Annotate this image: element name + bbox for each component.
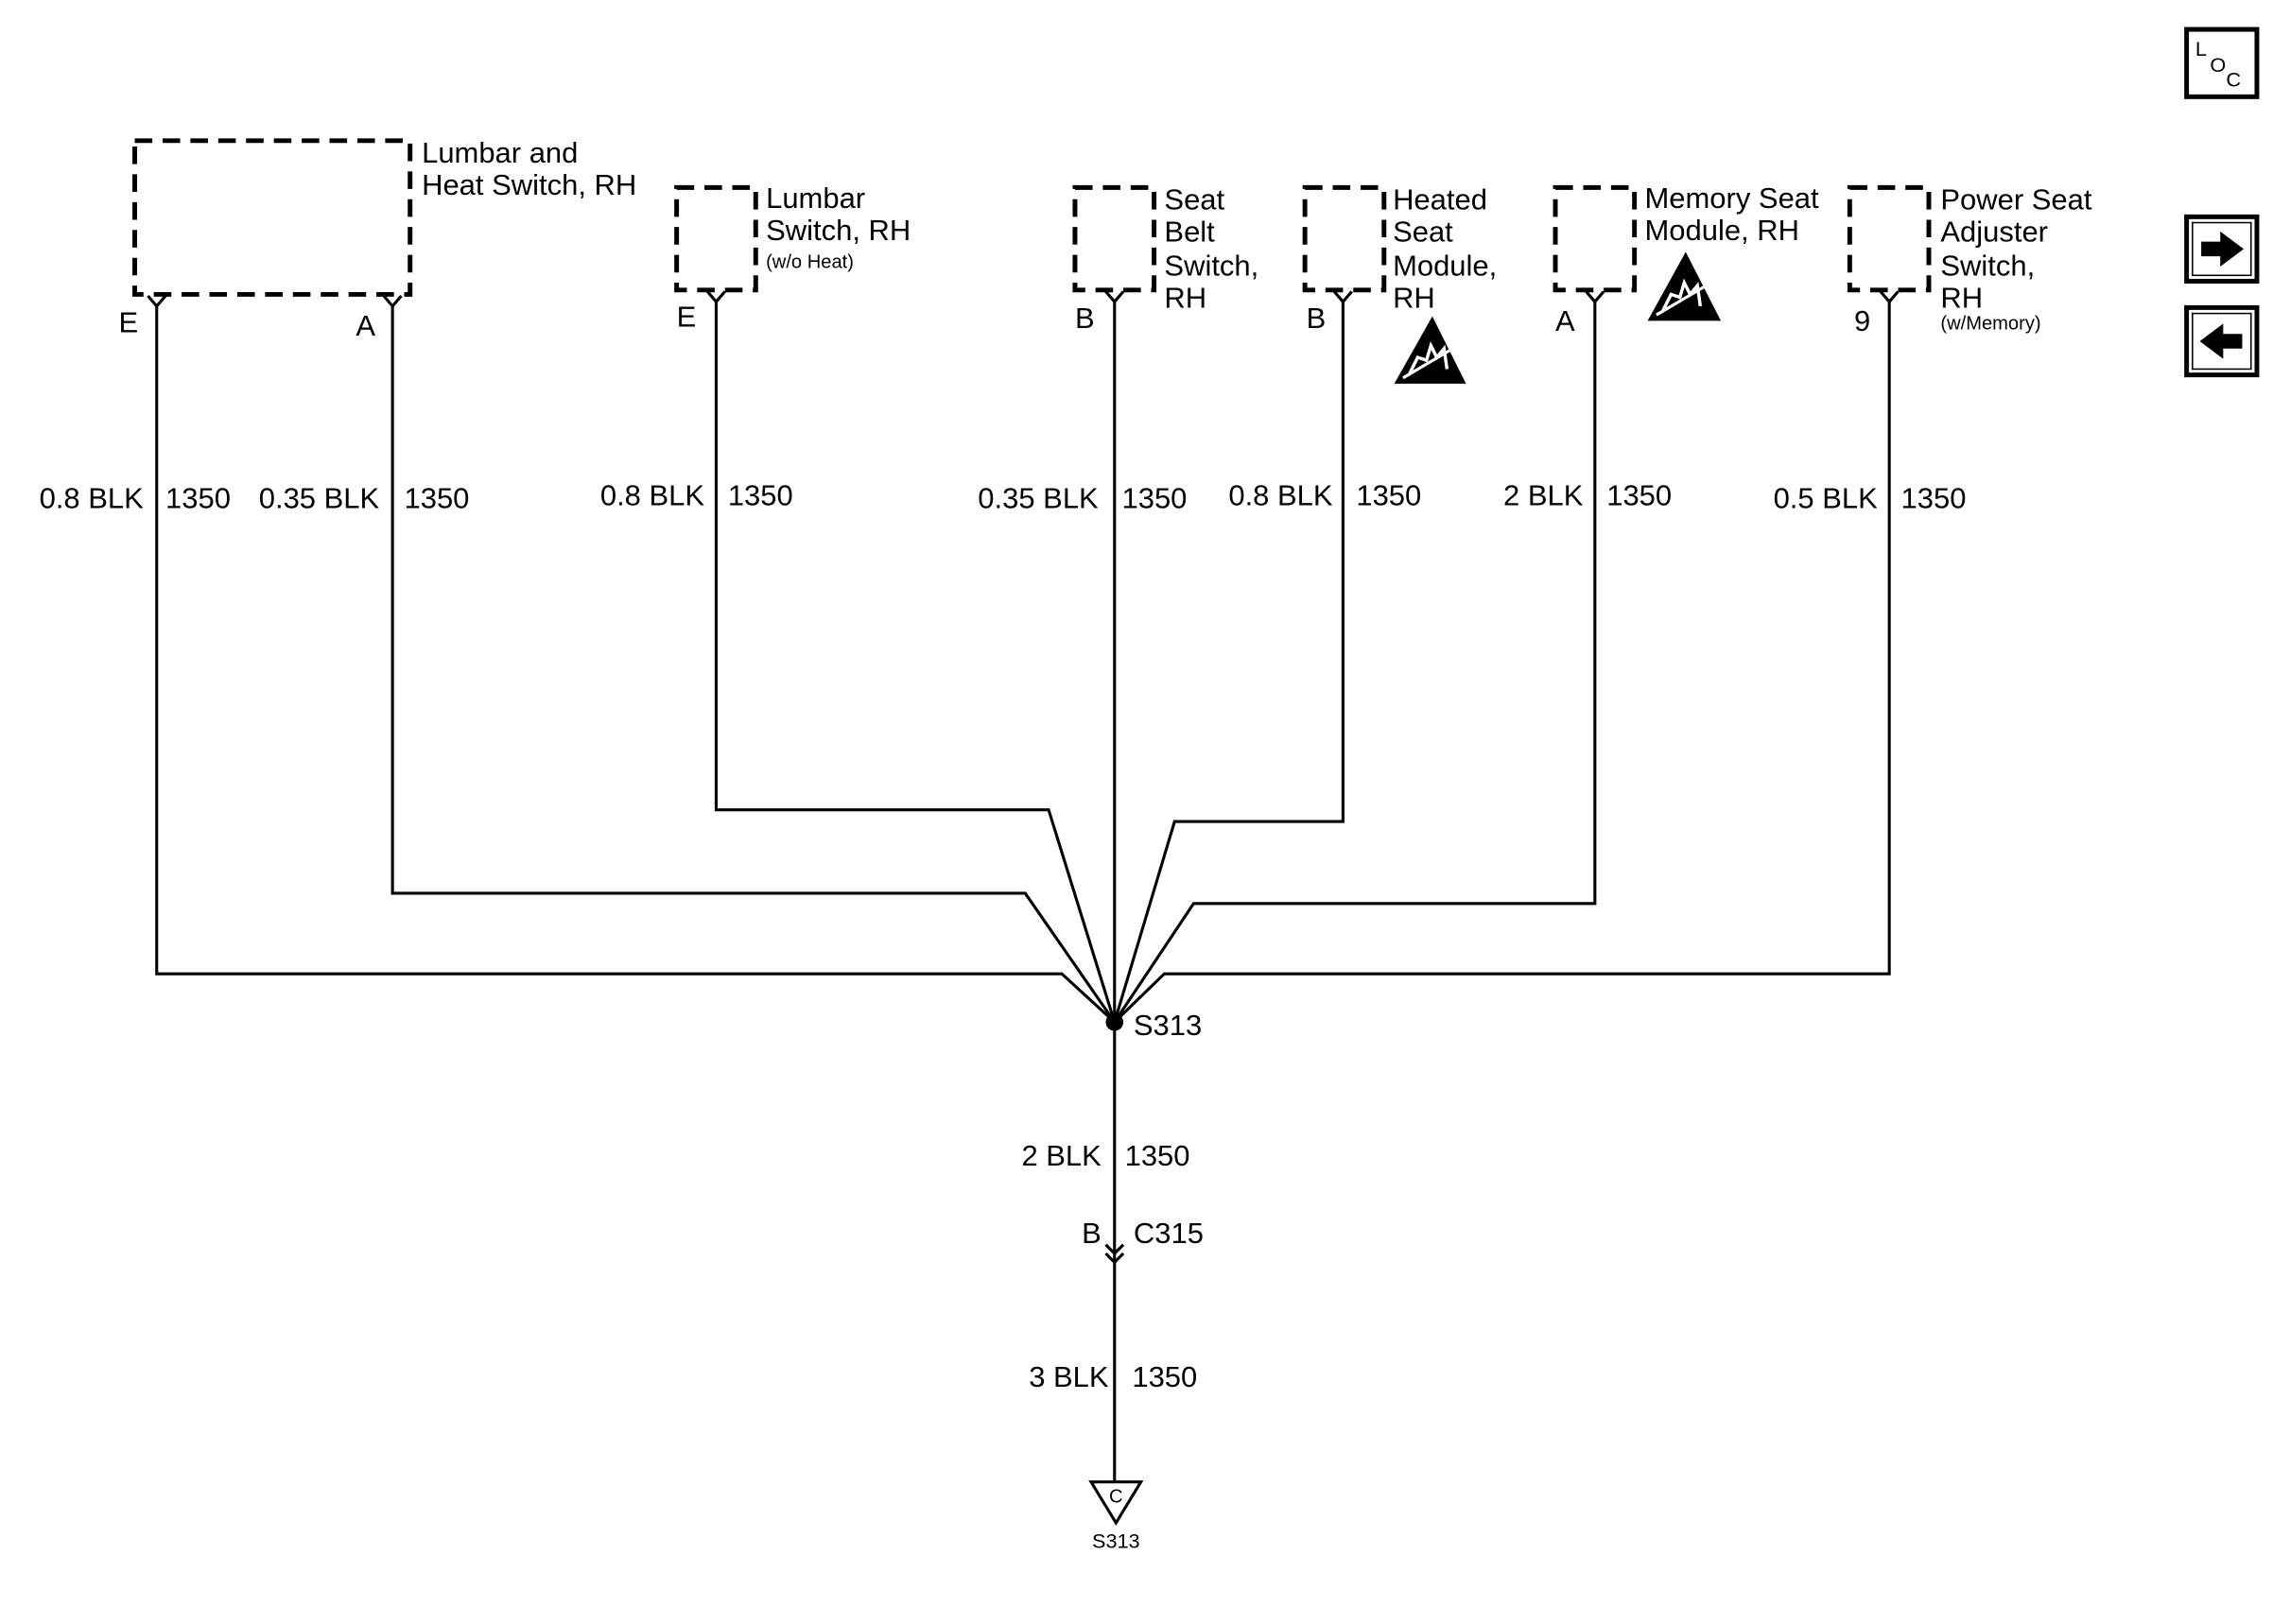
wire-size-color: 2 BLK (1503, 478, 1584, 511)
component-label: Switch, (1940, 249, 2035, 282)
component-label: RH (1940, 281, 1983, 314)
next-page-button-inner (2192, 221, 2252, 277)
component-note: (w/o Heat) (766, 252, 854, 273)
component-label: Lumbar and (422, 136, 578, 169)
component-box (1072, 184, 1157, 293)
component-label: Heat Switch, RH (422, 168, 636, 201)
loc-icon[interactable] (2184, 26, 2260, 99)
splice-s313: S313 (1105, 1009, 1202, 1042)
wire-circuit: 1350 (165, 482, 231, 515)
loc-letter-c: C (2226, 67, 2241, 91)
loc-button[interactable]: L O C (2184, 26, 2260, 99)
wire-circuit: 1350 (1132, 1360, 1197, 1393)
component-label: Belt (1164, 216, 1215, 249)
component-label: Seat (1164, 183, 1224, 216)
pin-terminal (147, 294, 167, 309)
pin-label: A (356, 309, 375, 342)
wire-circuit: 1350 (405, 482, 470, 515)
wire-circuit: 1350 (1901, 482, 1967, 515)
wire-labels: 0.8 BLK 1350 0.35 BLK 1350 0.8 BLK 1350 … (40, 478, 1967, 514)
pin-terminal (1585, 290, 1605, 304)
pin-terminal (1879, 290, 1900, 304)
component-box (674, 184, 758, 293)
wire-size-color: 0.8 BLK (1228, 478, 1333, 511)
pin-terminal (1332, 290, 1353, 304)
wire-size-color: 3 BLK (1029, 1360, 1109, 1393)
connector-label: C315 (1134, 1217, 1204, 1250)
wire-circuit: 1350 (1125, 1139, 1190, 1172)
next-page-button[interactable] (2184, 214, 2260, 284)
wire-heated-seat-b (1113, 302, 1345, 1023)
wire-lumbar-heat-a (390, 305, 1117, 1024)
component-label: Memory Seat (1644, 181, 1819, 215)
pin-terminal (1104, 290, 1125, 304)
memory-seat-module: Memory Seat Module, RH A (1553, 181, 1819, 337)
component-label: Switch, RH (766, 214, 911, 247)
loc-letter-o: O (2210, 53, 2226, 77)
pin-label: E (118, 306, 138, 339)
pin-terminal (705, 290, 726, 304)
wire-size-color: 0.35 BLK (259, 482, 380, 515)
component-label: Switch, (1164, 249, 1258, 282)
pin-label: B (1075, 302, 1095, 335)
component-label: RH (1393, 281, 1435, 314)
wire-size-color: 0.5 BLK (1774, 482, 1879, 515)
ground-label: S313 (1092, 1529, 1140, 1552)
pin-terminal (382, 294, 403, 309)
component-label: Adjuster (1940, 216, 2048, 249)
ground-icon: C S313 (1088, 1480, 1144, 1552)
component-note: (w/Memory) (1940, 314, 2040, 335)
component-box (1553, 184, 1638, 293)
pin-label: E (677, 301, 697, 334)
wire-lumbar-e (714, 302, 1117, 1023)
pin-label: B (1307, 302, 1327, 335)
wire-memory-seat-a (1113, 302, 1597, 1024)
pin-label: A (1555, 304, 1575, 337)
power-seat-adjuster-switch: Power Seat Adjuster Switch, RH (w/Memory… (1847, 183, 2092, 337)
heated-seat-module: Heated Seat Module, RH B (1302, 183, 1497, 384)
arrow-left-icon[interactable] (2199, 323, 2243, 359)
wire-size-color: 0.8 BLK (600, 478, 705, 511)
component-label: Module, RH (1644, 214, 1799, 247)
wire-circuit: 1350 (1606, 478, 1672, 511)
component-label: Heated (1393, 183, 1487, 216)
prev-page-button-inner (2192, 312, 2252, 371)
splice-label: S313 (1134, 1009, 1202, 1042)
component-label: Module, (1393, 249, 1497, 282)
ground-letter: C (1109, 1486, 1123, 1507)
wire-power-seat-9 (1113, 302, 1891, 1024)
component-label: Power Seat (1940, 183, 2091, 216)
connector-pin-label: B (1082, 1217, 1102, 1250)
pin-label: 9 (1854, 304, 1870, 337)
component-box (1847, 184, 1932, 293)
arrow-right-icon[interactable] (2201, 231, 2245, 268)
prev-page-button[interactable] (2184, 304, 2260, 378)
ground-symbol (1088, 1480, 1144, 1527)
wire-circuit: 1350 (728, 478, 793, 511)
loc-letter-l: L (2195, 37, 2207, 60)
esd-sensitive-icon (1394, 316, 1466, 384)
wire-size-color: 0.35 BLK (978, 482, 1099, 515)
wire-lumbar-heat-e (155, 305, 1116, 1024)
wire-size-color: 2 BLK (1021, 1139, 1102, 1172)
wire-size-color: 0.8 BLK (40, 482, 145, 515)
wire-circuit: 1350 (1122, 482, 1188, 515)
esd-sensitive-icon (1647, 251, 1722, 321)
component-label: RH (1164, 281, 1206, 314)
component-box (1302, 184, 1387, 293)
lumbar-switch: Lumbar Switch, RH (w/o Heat) E (674, 181, 911, 334)
component-box (132, 138, 413, 297)
component-label: Lumbar (766, 181, 865, 215)
connector-c315: B C315 (1082, 1217, 1204, 1265)
wire-circuit: 1350 (1356, 478, 1421, 511)
lumbar-heat-switch: Lumbar and Heat Switch, RH E A (118, 136, 636, 342)
component-label: Seat (1393, 216, 1453, 249)
seat-belt-switch: Seat Belt Switch, RH B (1072, 183, 1258, 335)
